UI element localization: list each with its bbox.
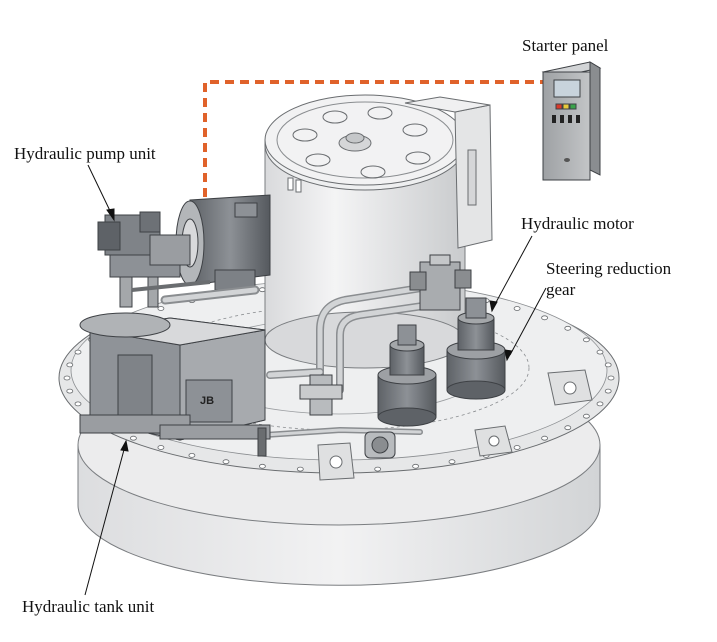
bolt-hole <box>564 425 572 431</box>
bolt-hole <box>222 459 230 465</box>
side-terminal-box <box>404 96 493 249</box>
hydraulic-motor-right <box>446 297 506 400</box>
bolt-hole <box>513 445 521 450</box>
hydraulic-pump-unit <box>97 211 211 308</box>
bolt-hole <box>157 306 165 311</box>
bolt-hole <box>296 466 304 472</box>
bolt-hole <box>374 466 382 472</box>
bolt-hole <box>258 463 266 469</box>
bolt-hole <box>129 435 137 441</box>
starter-panel <box>541 61 602 181</box>
bolt-hole <box>157 445 165 450</box>
motor-valve-manifold <box>409 254 472 311</box>
bolt-hole <box>188 452 196 458</box>
hydraulic-motor-left <box>377 324 437 427</box>
bolt-hole <box>541 315 548 321</box>
bolt-hole <box>66 362 74 368</box>
starter-panel-label: Starter panel <box>522 36 609 55</box>
bolt-hole <box>596 401 604 407</box>
bolt-hole <box>604 388 612 394</box>
bolt-hole <box>604 362 612 368</box>
bolt-hole <box>74 349 82 355</box>
bolt-hole <box>607 375 615 381</box>
hydraulic-motor-label: Hydraulic motor <box>521 214 634 233</box>
bolt-hole <box>596 349 604 355</box>
steering-reduction-gear-label-line2: gear <box>546 280 576 299</box>
bolt-hole <box>513 306 521 311</box>
bolt-hole <box>63 375 71 381</box>
bolt-hole <box>74 401 82 407</box>
hydraulic-piping <box>160 281 444 438</box>
hydraulic-tank-unit-label: Hydraulic tank unit <box>22 597 155 616</box>
bolt-hole <box>412 463 420 469</box>
bolt-hole <box>448 459 456 465</box>
hydraulic-pump-unit-label: Hydraulic pump unit <box>14 144 156 163</box>
steering-reduction-gear-label-line1: Steering reduction <box>546 259 672 278</box>
leader-lines <box>84 164 547 596</box>
mounting-lugs <box>317 369 593 481</box>
bolt-hole <box>66 388 74 394</box>
valve-block <box>299 374 396 459</box>
bolt-hole <box>564 325 572 331</box>
hydraulic-tank-unit: JB <box>79 312 271 457</box>
bolt-hole <box>583 337 590 343</box>
main-cylinder <box>264 94 466 369</box>
junction-box-label: JB <box>200 395 214 407</box>
bolt-hole <box>541 435 548 441</box>
bolt-hole <box>583 413 590 419</box>
